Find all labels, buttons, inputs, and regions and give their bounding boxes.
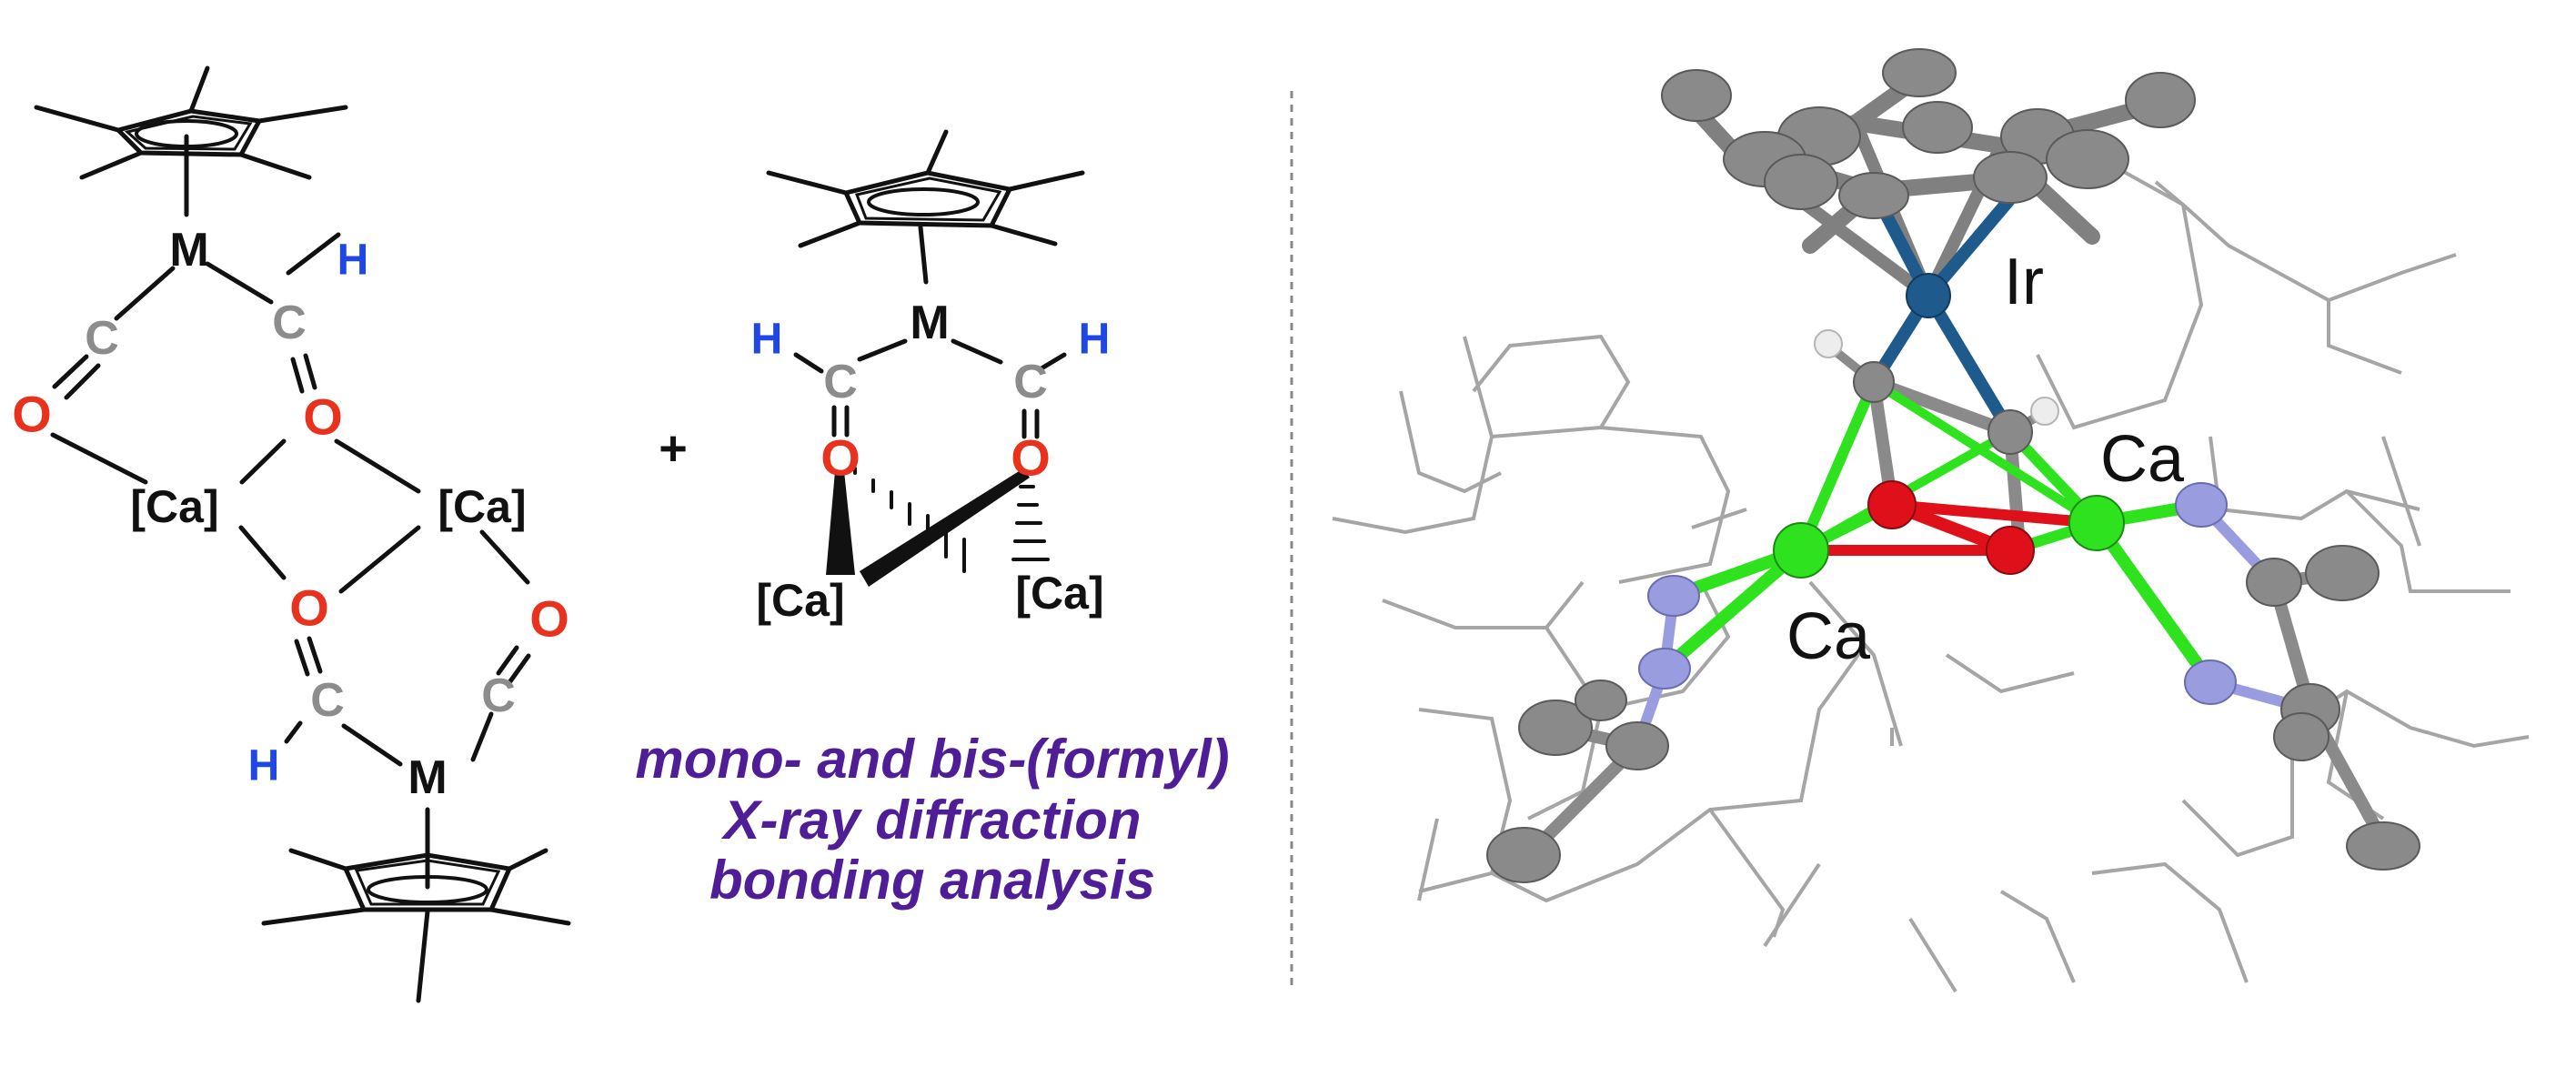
calcium-atom (1773, 522, 1829, 579)
hydrogen-atom (1814, 329, 1843, 358)
carbon-label: C (85, 312, 119, 365)
calcium-fragment-label: [Ca] (130, 481, 218, 532)
nitrogen-atom (2175, 482, 2228, 528)
calcium-atom (2068, 495, 2125, 551)
calcium-label: Ca (1786, 600, 1871, 673)
carbon-label: C (1013, 356, 1048, 408)
bottom-cp-ring (261, 848, 571, 1003)
oxygen-atom (1986, 526, 2035, 575)
wedge-bond (860, 468, 1030, 587)
cp-carbon-ellipsoids (1661, 48, 2196, 219)
xray-labels: Ir Ca Ca (1786, 246, 2185, 673)
carbon-atom (1605, 721, 1669, 770)
hydrogen-label: H (337, 237, 369, 285)
hashed-bond (853, 467, 966, 573)
oxygen-label: O (12, 386, 52, 443)
monomer-structure (766, 129, 1085, 573)
oxygen-label: O (820, 429, 860, 487)
carbon-label: C (823, 356, 858, 408)
caption-line-1: mono- and bis-(formyl) (635, 729, 1229, 790)
caption: mono- and bis-(formyl) X-ray diffraction… (635, 729, 1229, 911)
dimer-labels: M H C C O O [Ca] [Ca] O O C C H M (12, 224, 569, 804)
carbon-atom (2346, 821, 2420, 871)
metal-label-top: M (169, 224, 208, 277)
iridium-atom (1906, 273, 1951, 318)
carbon-atom (1486, 827, 1561, 883)
hydrogen-label: H (751, 316, 783, 364)
carbon-atom (2273, 712, 2329, 761)
atom-spheres (1486, 273, 2420, 883)
hydrogen-label: H (1079, 316, 1111, 364)
nitrogen-atom (1638, 648, 1691, 690)
calcium-fragment-label: [Ca] (438, 481, 526, 532)
monomer-cp-ring (766, 129, 1085, 285)
hydrogen-atom (2030, 397, 2059, 426)
oxygen-label: O (1011, 429, 1051, 487)
metal-label: M (910, 297, 949, 349)
calcium-label: Ca (2100, 423, 2185, 496)
metal-label-bottom: M (408, 751, 447, 804)
carbon-atom (1575, 679, 1627, 721)
xray-structure: Ir Ca Ca (1332, 48, 2530, 993)
monomer-labels: M H H C C O O [Ca] [Ca] (751, 297, 1111, 626)
iridium-label: Ir (2004, 246, 2044, 318)
carbon-atom (2305, 545, 2380, 601)
carbon-label: C (481, 669, 516, 722)
calcium-fragment-label: [Ca] (1015, 568, 1103, 619)
dimer-structure (34, 65, 571, 1003)
calcium-fragment-label: [Ca] (756, 575, 844, 626)
carbon-label: C (310, 674, 345, 727)
carbon-label: C (272, 297, 307, 349)
top-cp-ring (34, 65, 348, 217)
nitrogen-atom (2184, 659, 2237, 705)
caption-line-3: bonding analysis (709, 850, 1155, 911)
carbon-atom (2246, 558, 2302, 607)
carbon-atom (1853, 361, 1895, 403)
carbon-atom (1987, 409, 2033, 455)
ligand-wireframe (1332, 157, 2530, 993)
nitrogen-atom (1647, 575, 1700, 617)
oxygen-label: O (303, 388, 343, 446)
carbon-atom (1518, 700, 1593, 756)
oxygen-label: O (529, 590, 569, 648)
oxygen-label: O (289, 579, 329, 637)
hashed-bond (1011, 485, 1050, 561)
plus-sign: + (659, 421, 688, 476)
hydrogen-label: H (248, 742, 280, 790)
wedge-bond (826, 471, 855, 575)
caption-line-2: X-ray diffraction (721, 790, 1142, 851)
oxygen-atom (1867, 480, 1917, 529)
